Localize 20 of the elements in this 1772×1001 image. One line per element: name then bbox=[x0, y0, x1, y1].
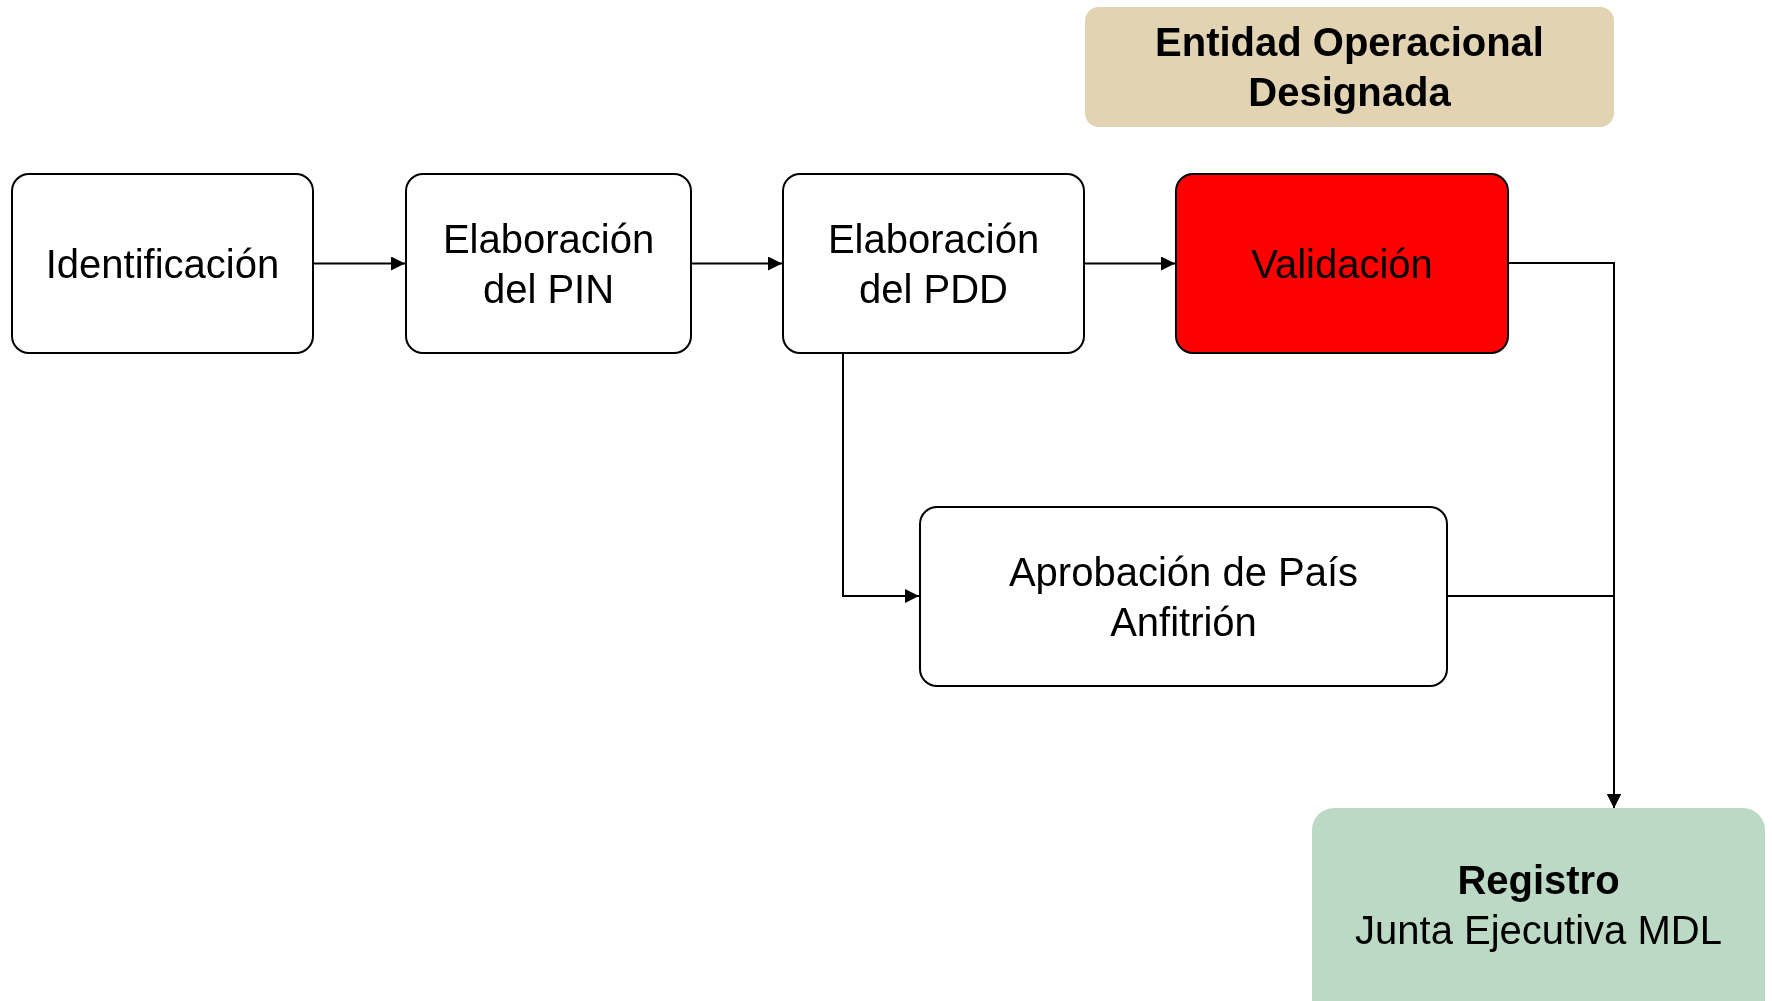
process-box bbox=[1312, 808, 1765, 1001]
header-box bbox=[1085, 7, 1614, 127]
box-label: Validación bbox=[1251, 240, 1433, 288]
process-box bbox=[405, 173, 692, 354]
box-label: Elaboración del PIN bbox=[441, 215, 656, 313]
arrow bbox=[842, 353, 920, 603]
box-label: Aprobación de País Anfitrión bbox=[1007, 548, 1360, 646]
process-box bbox=[1175, 173, 1509, 354]
box-label: Elaboración del PDD bbox=[826, 215, 1041, 313]
box-heading: Registro bbox=[1457, 856, 1620, 904]
arrow bbox=[691, 256, 783, 271]
process-box bbox=[919, 506, 1448, 687]
box-label: Identificación bbox=[45, 240, 280, 288]
process-box bbox=[11, 173, 314, 354]
box-label: Junta Ejecutiva MDL bbox=[1355, 906, 1722, 954]
arrow bbox=[1447, 595, 1621, 809]
arrow bbox=[313, 256, 406, 271]
arrow bbox=[1084, 256, 1176, 271]
process-box bbox=[782, 173, 1085, 354]
box-label: Entidad Operacional Designada bbox=[1154, 19, 1545, 116]
